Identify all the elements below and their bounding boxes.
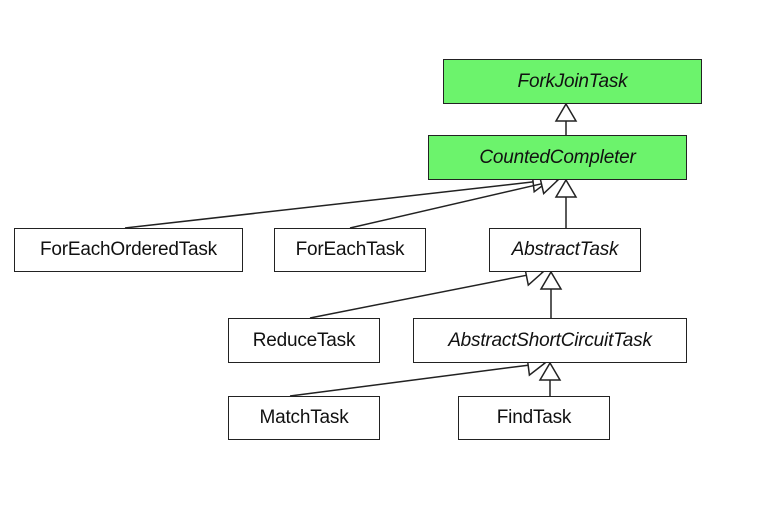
- class-findtask: FindTask: [458, 396, 610, 440]
- class-reducetask: ReduceTask: [228, 318, 380, 363]
- edge-abstracttask-countedcompleter-arrowhead: [554, 178, 578, 198]
- edge-foreachtask-countedcompleter: [349, 183, 542, 229]
- edge-findtask-abstractshortcircuittask-arrowhead: [538, 361, 562, 381]
- class-foreachtask: ForEachTask: [274, 228, 426, 272]
- edge-countedcompleter-forkjointask-arrowhead: [554, 102, 578, 122]
- class-forkjointask: ForkJoinTask: [443, 59, 702, 104]
- edge-abstractshortcircuittask-abstracttask-arrowhead: [539, 270, 563, 290]
- class-foreachorderedtask: ForEachOrderedTask: [14, 228, 243, 272]
- class-countedcompleter: CountedCompleter: [428, 135, 687, 180]
- edge-foreachorderedtask-countedcompleter: [124, 181, 534, 229]
- class-abstracttask: AbstractTask: [489, 228, 641, 272]
- edge-reducetask-abstracttask: [309, 274, 527, 319]
- class-matchtask: MatchTask: [228, 396, 380, 440]
- class-abstractshortcircuittask: AbstractShortCircuitTask: [413, 318, 687, 363]
- edge-matchtask-abstractshortcircuittask: [289, 364, 529, 397]
